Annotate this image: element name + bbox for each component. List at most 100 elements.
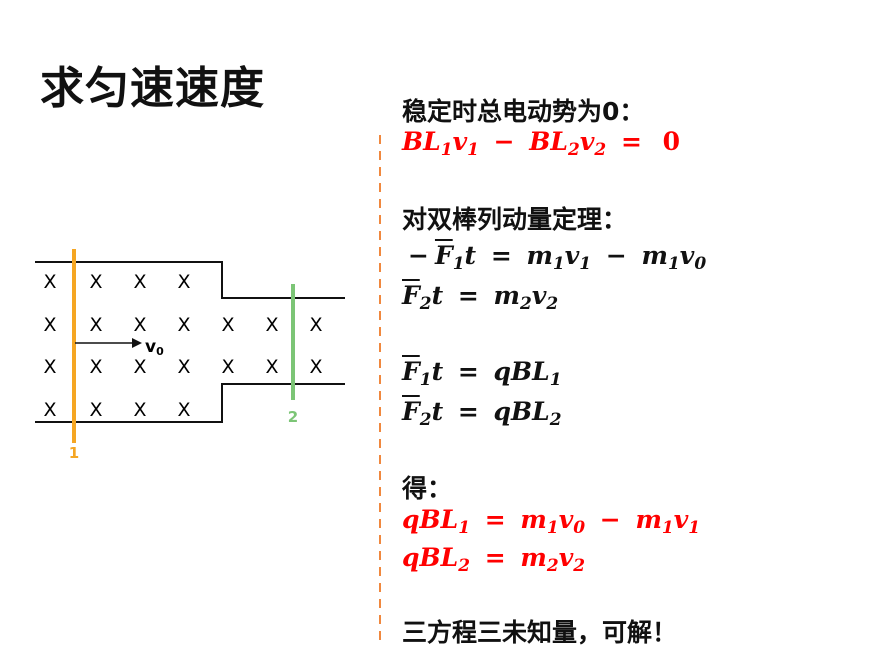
lower-rail (35, 383, 345, 423)
text-line: 稳定时总电动势为0： (402, 97, 645, 126)
equation-token: m (520, 505, 547, 534)
field-mark: X (265, 314, 278, 336)
equation-line: F2t = qBL2 (402, 397, 562, 430)
equation-token: 0 (573, 518, 586, 538)
equation-token: − (597, 241, 636, 270)
field-mark: X (43, 314, 56, 336)
equation-token: t (431, 281, 444, 310)
equation-token: t (431, 397, 444, 426)
field-mark: X (133, 356, 146, 378)
field-mark: X (89, 399, 102, 421)
equation-token: = (449, 281, 488, 310)
equation-token: v (558, 505, 574, 534)
field-mark: X (177, 314, 190, 336)
equation-token: 1 (546, 518, 559, 538)
field-mark: X (177, 271, 190, 293)
equation-token: − (591, 505, 630, 534)
field-mark: X (43, 271, 56, 293)
equation-token: t (464, 241, 477, 270)
equation-token: v (673, 505, 689, 534)
slide-title: 求匀速速度 (40, 63, 265, 114)
equation-token: F (402, 357, 420, 386)
equation-token: t (431, 357, 444, 386)
equation-line: BL1v1 − BL2v2 = 0 (402, 127, 686, 160)
field-mark: X (177, 399, 190, 421)
equation-token: 0 (694, 254, 707, 274)
equation-line: F2t = m2v2 (402, 281, 558, 314)
equation-token: = (482, 241, 521, 270)
equation-token: 2 (458, 556, 471, 576)
field-mark: X (221, 314, 234, 336)
equation-token: v (579, 127, 595, 156)
velocity-label: v0 (145, 337, 164, 358)
rod-2-label: 2 (288, 408, 298, 426)
equation-token: v (531, 281, 547, 310)
equation-line: qBL2 = m2v2 (402, 543, 585, 576)
equation-line: qBL1 = m1v0 − m1v1 (402, 505, 700, 538)
equation-token: v (564, 241, 580, 270)
field-mark: X (89, 356, 102, 378)
field-mark: X (133, 399, 146, 421)
equation-token: m (526, 241, 553, 270)
equation-token: 1 (440, 140, 453, 160)
equation-token: BL (529, 127, 569, 156)
equation-token: qBL (402, 505, 459, 534)
text-line: 三方程三未知量，可解！ (402, 618, 678, 647)
equation-token: m (493, 281, 520, 310)
equation-token: m (641, 241, 668, 270)
field-mark: X (43, 399, 56, 421)
equation-token: 1 (688, 518, 701, 538)
equation-token: qBL (493, 397, 550, 426)
equation-line: F1t = qBL1 (402, 357, 562, 390)
equation-token: 1 (467, 140, 479, 160)
equation-token: 1 (419, 370, 432, 390)
equation-token: v (558, 543, 574, 572)
equation-token: F (434, 241, 453, 270)
equation-token: v (679, 241, 695, 270)
field-mark: X (89, 314, 102, 336)
field-mark: X (133, 271, 146, 293)
text-line: 对双棒列动量定理： (402, 205, 628, 234)
field-mark: X (89, 271, 102, 293)
field-mark: X (221, 356, 234, 378)
equation-token: = (476, 543, 515, 572)
equation-token: − (408, 241, 429, 270)
rod-1-label: 1 (69, 444, 79, 462)
field-mark: X (43, 356, 56, 378)
arrow-head-icon (132, 338, 142, 348)
equation-token: 1 (458, 518, 471, 538)
equation-token: = (612, 127, 651, 156)
equation-token: BL (402, 127, 441, 156)
field-mark: X (309, 356, 322, 378)
equation-token: 2 (594, 140, 607, 160)
equation-token: 1 (452, 254, 465, 274)
equation-token: v (452, 127, 468, 156)
equation-line: −F1t = m1v1 − m1v0 (402, 241, 706, 274)
equation-token: 2 (519, 294, 532, 314)
equation-token: qBL (493, 357, 550, 386)
equation-token: 2 (546, 556, 559, 576)
equation-token: 2 (419, 410, 432, 430)
equation-token: F (402, 397, 420, 426)
field-mark: X (133, 314, 146, 336)
equation-token: = (476, 505, 515, 534)
equation-token: 2 (419, 294, 432, 314)
equation-token: 1 (549, 370, 562, 390)
equation-token: F (402, 281, 420, 310)
equation-token: 2 (549, 410, 562, 430)
equation-token: 1 (552, 254, 565, 274)
field-mark: X (265, 356, 278, 378)
equation-token: m (635, 505, 662, 534)
equation-token: m (520, 543, 547, 572)
text-line: 得： (402, 474, 453, 503)
equation-token: 1 (579, 254, 592, 274)
equation-token: = (449, 397, 488, 426)
equation-token: 0 (662, 127, 680, 156)
equation-token: qBL (402, 543, 459, 572)
field-mark: X (177, 356, 190, 378)
equation-token: 1 (661, 518, 674, 538)
equation-token: 1 (667, 254, 680, 274)
equation-token: = (449, 357, 488, 386)
